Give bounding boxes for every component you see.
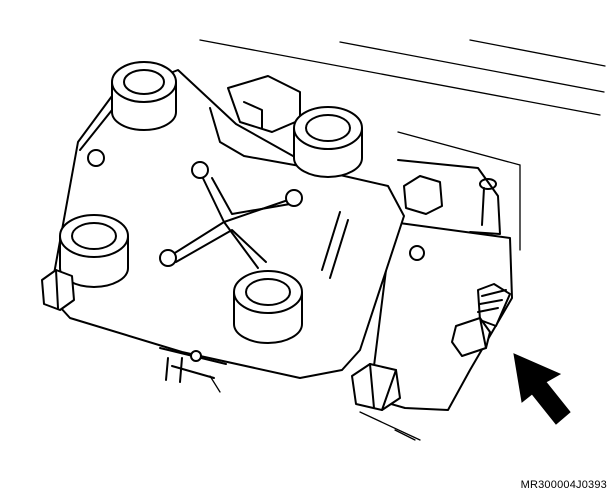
direction-arrow: [513, 353, 571, 425]
coil-tower-bottom-right: [233, 270, 303, 344]
figure-reference-code: MR300004J0393: [520, 479, 607, 491]
flange-bolt: [451, 283, 511, 357]
coil-bolt-left: [41, 269, 75, 311]
coil-bolt-top-right: [403, 175, 443, 215]
coil-tower-top-right: [293, 106, 363, 178]
harness-connector: [159, 347, 227, 393]
coil-tower-top-left: [111, 61, 177, 131]
engine-surface-lines: [199, 39, 606, 441]
coil-bolt-bottom-right: [351, 363, 401, 411]
coil-tower-bottom-left: [59, 214, 129, 288]
cross-terminal: [159, 161, 303, 269]
